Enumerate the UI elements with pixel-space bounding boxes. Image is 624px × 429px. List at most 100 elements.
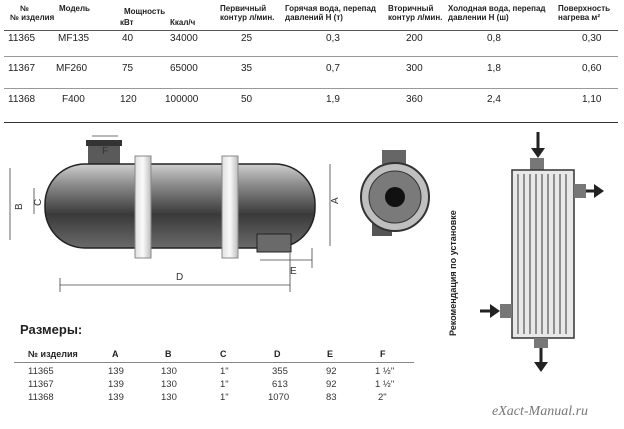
cell-surface: 0,60 [582, 63, 602, 74]
install-top-nozzle [530, 158, 544, 170]
right-outlet-arrow-head [594, 184, 604, 198]
label-b: B [14, 203, 25, 210]
header-primary: Первичный контур л/мин. [220, 4, 275, 22]
end-view-top-nozzle [382, 150, 406, 164]
dim-cell-c: 1" [220, 379, 229, 390]
heat-exchanger-body [44, 163, 316, 249]
dim-cell-d: 1070 [268, 392, 290, 403]
dim-cell-item-no: 11368 [28, 392, 54, 403]
cell-secondary: 360 [406, 94, 423, 105]
cell-kcal: 34000 [170, 33, 198, 44]
cell-hot-water: 0,7 [326, 63, 340, 74]
cell-kw: 75 [122, 63, 134, 74]
install-bottom-nozzle [534, 338, 548, 348]
header-surface: Поверхность нагрева м² [558, 4, 611, 22]
label-a: A [330, 197, 341, 204]
header-power: Мощность [124, 7, 166, 16]
install-body [511, 169, 575, 339]
cell-kw: 40 [122, 33, 134, 44]
side-view-drawing: C B A D E F [9, 135, 341, 292]
row-rule [4, 56, 618, 57]
header-item-no-num: № [20, 4, 29, 13]
cell-kcal: 100000 [165, 94, 199, 105]
row-rule [4, 88, 618, 89]
dim-cell-e: 92 [326, 379, 337, 390]
dim-header-d: D [274, 349, 281, 359]
cell-model: MF135 [58, 33, 90, 44]
dim-cell-f: 1 ½" [375, 379, 395, 390]
dim-header-item-no: № изделия [28, 349, 78, 359]
dim-header-b: B [165, 349, 172, 359]
cell-kw: 120 [120, 94, 137, 105]
dim-cell-a: 139 [108, 392, 124, 403]
dim-cell-b: 130 [161, 379, 177, 390]
cell-hot-water: 0,3 [326, 33, 340, 44]
header-item-no: № изделия [10, 13, 55, 22]
dim-cell-e: 83 [326, 392, 337, 403]
cell-item-no: 11368 [8, 94, 36, 105]
install-right-nozzle [574, 184, 586, 198]
dim-cell-c: 1" [220, 392, 229, 403]
dim-cell-a: 139 [108, 366, 124, 377]
cell-secondary: 300 [406, 63, 423, 74]
header-model: Модель [59, 4, 90, 13]
dim-cell-f: 2" [378, 392, 387, 403]
cell-secondary: 200 [406, 33, 423, 44]
cell-surface: 1,10 [582, 94, 602, 105]
cell-primary: 35 [241, 63, 253, 74]
dimensions-title: Размеры: [20, 322, 83, 337]
left-inlet-arrow-head [490, 304, 500, 318]
dim-cell-item-no: 11365 [28, 366, 54, 377]
dim-header-e: E [327, 349, 334, 359]
watermark: eXact-Manual.ru [492, 404, 589, 419]
end-view-bore [385, 187, 405, 207]
cell-item-no: 11367 [8, 63, 36, 74]
label-d: D [176, 272, 183, 283]
clamp-band-right [221, 155, 239, 259]
dim-header-c: C [220, 349, 227, 359]
label-c: C [33, 199, 44, 206]
dim-header-a: A [112, 349, 119, 359]
bottom-nozzle [256, 233, 292, 253]
install-tubes [517, 174, 567, 334]
top-nozzle [88, 142, 120, 164]
cell-model: F400 [62, 94, 85, 105]
dim-cell-e: 92 [326, 366, 337, 377]
top-inlet-arrow-head [531, 148, 545, 158]
cell-primary: 50 [241, 94, 253, 105]
header-cold-water: Холодная вода, перепад давлении H (ш) [448, 4, 546, 22]
cell-cold-water: 0,8 [487, 33, 501, 44]
cell-cold-water: 1,8 [487, 63, 501, 74]
dim-header-rule [14, 362, 414, 363]
label-e: E [290, 266, 297, 277]
header-kcal: Ккал/ч [170, 18, 196, 27]
bottom-outlet-arrow-head [534, 362, 548, 372]
dim-cell-d: 613 [272, 379, 288, 390]
header-kw: кВт [120, 18, 134, 27]
installation-diagram [480, 132, 604, 372]
dim-cell-c: 1" [220, 366, 229, 377]
dim-header-f: F [380, 349, 386, 359]
header-rule [4, 30, 618, 31]
dim-cell-b: 130 [161, 392, 177, 403]
dim-cell-f: 1 ½" [375, 366, 395, 377]
cell-surface: 0,30 [582, 33, 602, 44]
cell-primary: 25 [241, 33, 253, 44]
cell-hot-water: 1,9 [326, 94, 340, 105]
cell-item-no: 11365 [8, 33, 36, 44]
dim-cell-item-no: 11367 [28, 379, 54, 390]
install-left-nozzle [500, 304, 512, 318]
cell-model: MF260 [56, 63, 88, 74]
clamp-band-left [134, 155, 152, 259]
top-nozzle-flange [86, 140, 122, 146]
dim-cell-b: 130 [161, 366, 177, 377]
cell-cold-water: 2,4 [487, 94, 501, 105]
label-f: F [102, 146, 108, 157]
header-hot-water: Горячая вода, перепад давлений H (т) [285, 4, 376, 22]
install-recommendation-label: Рекомендация по установке [448, 210, 458, 336]
header-secondary: Вторичный контур л/мин. [388, 4, 443, 22]
dim-cell-a: 139 [108, 379, 124, 390]
table-bottom-rule [4, 122, 618, 123]
cell-kcal: 65000 [170, 63, 198, 74]
dim-cell-d: 355 [272, 366, 288, 377]
